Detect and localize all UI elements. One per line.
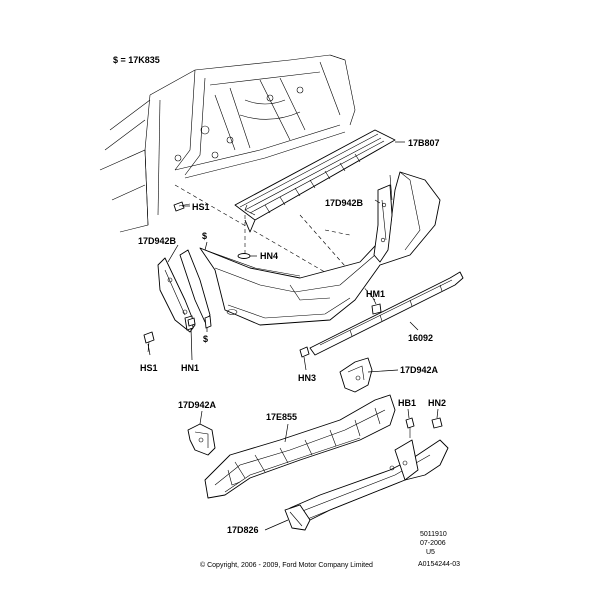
- callout-16092: 16092: [408, 333, 433, 343]
- callout-HN4: HN4: [260, 251, 278, 261]
- fastener-HN1: [187, 317, 196, 327]
- leader-lines: [147, 141, 439, 531]
- projection-line-4: [324, 229, 351, 236]
- part-bracket-17D942B-right: [373, 184, 393, 263]
- callout-17D942A-left: 17D942A: [178, 400, 217, 410]
- callout-dollar-top: $: [202, 231, 207, 241]
- fastener-HN2: [431, 417, 443, 429]
- callout-17E855: 17E855: [266, 412, 297, 422]
- fastener-HN3: [299, 346, 310, 358]
- callout-HN3: HN3: [298, 373, 316, 383]
- part-bracket-17D942A-left: [187, 423, 216, 456]
- fastener-HB1: [405, 417, 415, 438]
- callout-17D826: 17D826: [227, 525, 259, 535]
- part-energy-absorber-17E855: [204, 394, 396, 499]
- callout-HN2: HN2: [428, 398, 446, 408]
- part-scuff-plate-17B807: [234, 129, 396, 233]
- projection-line-1: [174, 184, 331, 276]
- footer-code-1: 5011910: [420, 531, 447, 538]
- fastener-HM1: [371, 303, 382, 315]
- legend-dollar-17K835: $ = 17K835: [113, 55, 160, 65]
- part-bumper-cover: [199, 171, 441, 326]
- callout-17B807: 17B807: [408, 138, 440, 148]
- fastener-HS1-top: [173, 201, 191, 212]
- vehicle-rear-body: [99, 54, 356, 233]
- footer-copyright: © Copyright, 2006 - 2009, Ford Motor Com…: [200, 561, 373, 569]
- part-bracket-17D942B-left: [157, 249, 212, 333]
- footer-code-2: A0154244-03: [418, 561, 460, 568]
- callout-17D942B-left: 17D942B: [138, 236, 177, 246]
- callout-dollar-bottom: $: [203, 334, 208, 344]
- part-bracket-17D942A-right: [339, 357, 373, 393]
- callout-HS1-bottom: HS1: [140, 363, 158, 373]
- callout-HM1: HM1: [366, 289, 385, 299]
- fastener-HN4: [237, 253, 251, 259]
- footer-version: U5: [426, 549, 435, 556]
- callout-17D942A-right: 17D942A: [400, 365, 439, 375]
- callout-HS1-top: HS1: [192, 202, 210, 212]
- callout-HB1: HB1: [398, 398, 416, 408]
- footer-date: 07-2006: [420, 540, 446, 547]
- callout-HN1: HN1: [181, 363, 199, 373]
- callout-17D942B-right: 17D942B: [325, 198, 364, 208]
- part-tow-hitch-17D826: [284, 439, 449, 531]
- part-rub-strip-16092: [309, 271, 464, 356]
